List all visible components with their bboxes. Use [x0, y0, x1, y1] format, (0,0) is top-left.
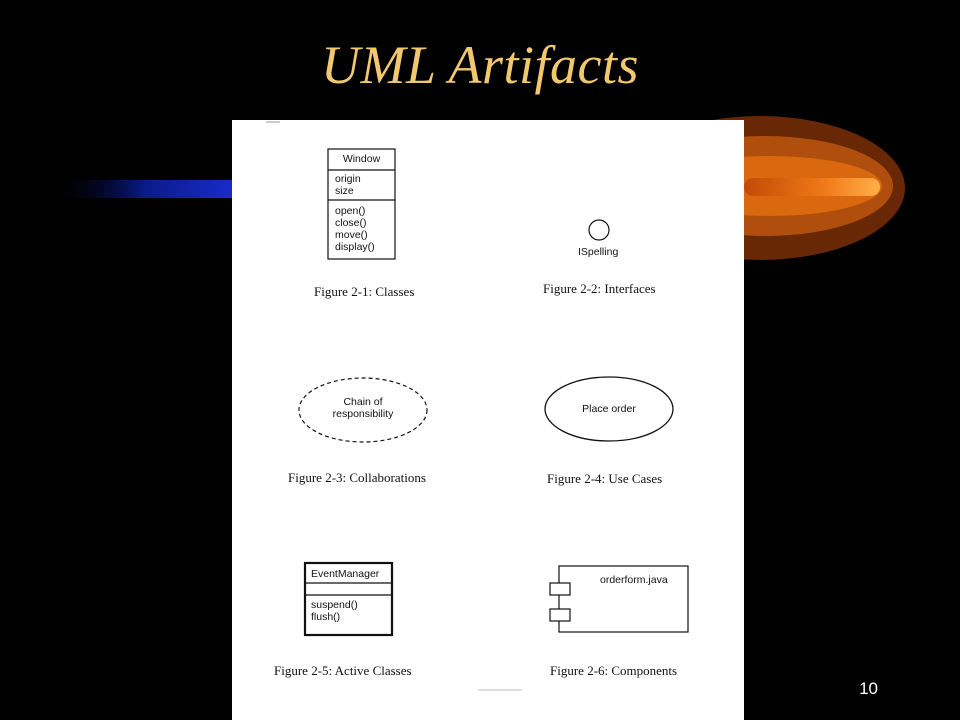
class-name: Window — [342, 153, 381, 165]
collaboration-label: responsibility — [332, 408, 394, 420]
active-class-operation: suspend() — [311, 599, 358, 611]
component-name: orderform.java — [600, 574, 668, 586]
figure-caption: Figure 2-1: Classes — [314, 284, 415, 299]
scanned-figure-page: Window origin size open() close() move()… — [232, 120, 744, 720]
figure-caption: Figure 2-5: Active Classes — [274, 663, 412, 678]
active-class-operation: flush() — [311, 611, 341, 623]
collaboration-ellipse — [298, 377, 428, 443]
collaboration-label: Chain of — [343, 396, 383, 408]
active-class-box — [303, 561, 394, 637]
class-attribute: size — [335, 185, 354, 197]
component-box — [558, 565, 689, 633]
use-case-ellipse — [544, 376, 674, 442]
figure-caption: Figure 2-3: Collaborations — [288, 470, 426, 485]
class-operation: close() — [335, 217, 367, 229]
figure-caption: Figure 2-4: Use Cases — [547, 471, 663, 486]
use-case-label: Place order — [582, 403, 636, 415]
interface-name: ISpelling — [578, 246, 619, 258]
figure-caption: Figure 2-6: Components — [550, 663, 678, 678]
interface-circle — [588, 219, 610, 241]
class-operation: display() — [335, 241, 375, 253]
class-operation: move() — [335, 229, 368, 241]
orange-bar — [744, 178, 880, 196]
component-port-top — [549, 582, 571, 596]
slide-title: UML Artifacts — [320, 35, 640, 95]
slide-number: 10 — [859, 679, 878, 698]
active-class-name: EventManager — [311, 568, 380, 580]
figure-caption: Figure 2-2: Interfaces — [543, 281, 656, 296]
blue-bar — [50, 180, 240, 198]
class-attribute: origin — [335, 173, 361, 185]
class-operation: open() — [335, 205, 366, 217]
uml-shapes — [266, 121, 689, 691]
class-box — [327, 148, 396, 260]
component-port-bottom — [549, 608, 571, 622]
